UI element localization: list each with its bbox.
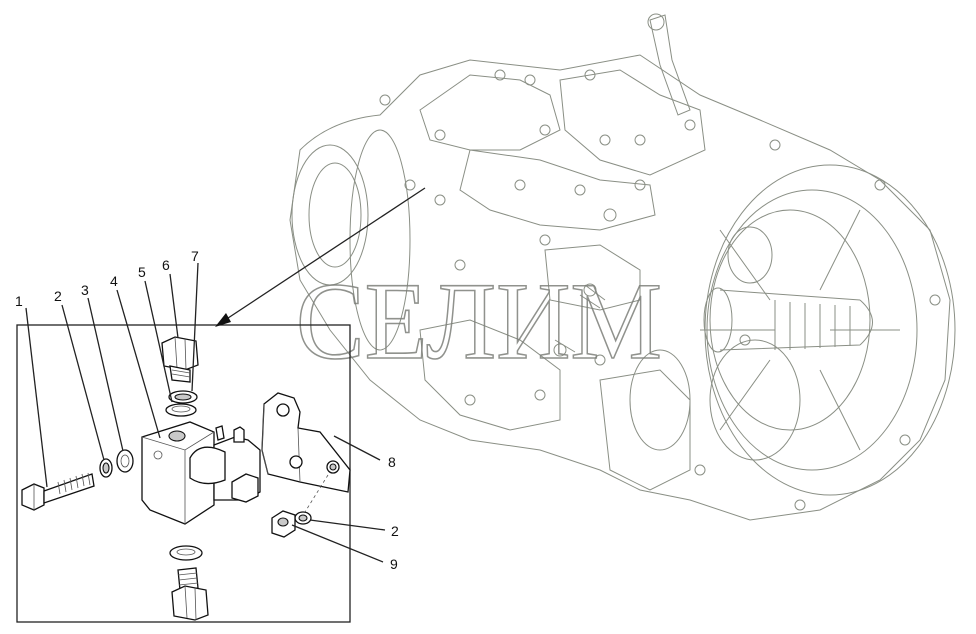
- part-2-lock-washer-right: [294, 511, 312, 525]
- lower-seal-ring: [169, 545, 203, 561]
- callout-7: 7: [191, 248, 199, 264]
- callout-4: 4: [110, 273, 118, 289]
- watermark-text: СЕЛИМ: [296, 260, 662, 382]
- bolt-axis-dashed: [304, 474, 329, 513]
- callout-5: 5: [138, 264, 146, 280]
- part-2-lock-washer: [99, 458, 113, 478]
- callout-3: 3: [81, 282, 89, 298]
- part-9-nut: [271, 510, 296, 538]
- lower-union-fitting: [171, 567, 209, 621]
- callout-2: 2: [54, 288, 62, 304]
- callout-labels: 1 2 3 4 5 6 7 8 2 9: [15, 248, 399, 572]
- leader-lines: [25, 262, 386, 563]
- callout-1: 1: [15, 293, 23, 309]
- callout-2-right: 2: [391, 523, 399, 539]
- part-8-mounting-bracket: [261, 392, 351, 493]
- callout-9: 9: [390, 556, 398, 572]
- part-4-valve-body: [141, 421, 261, 525]
- detail-pointer-line: [221, 187, 426, 323]
- part-7-washer: [168, 390, 198, 404]
- callout-6: 6: [162, 257, 170, 273]
- detail-pointer-arrowhead: [215, 313, 231, 327]
- part-1-bolt: [21, 472, 95, 511]
- callout-8: 8: [388, 454, 396, 470]
- part-3-flat-washer: [116, 449, 134, 473]
- gearbox-assembly: [289, 13, 956, 521]
- part-5-seal-ring: [165, 403, 197, 417]
